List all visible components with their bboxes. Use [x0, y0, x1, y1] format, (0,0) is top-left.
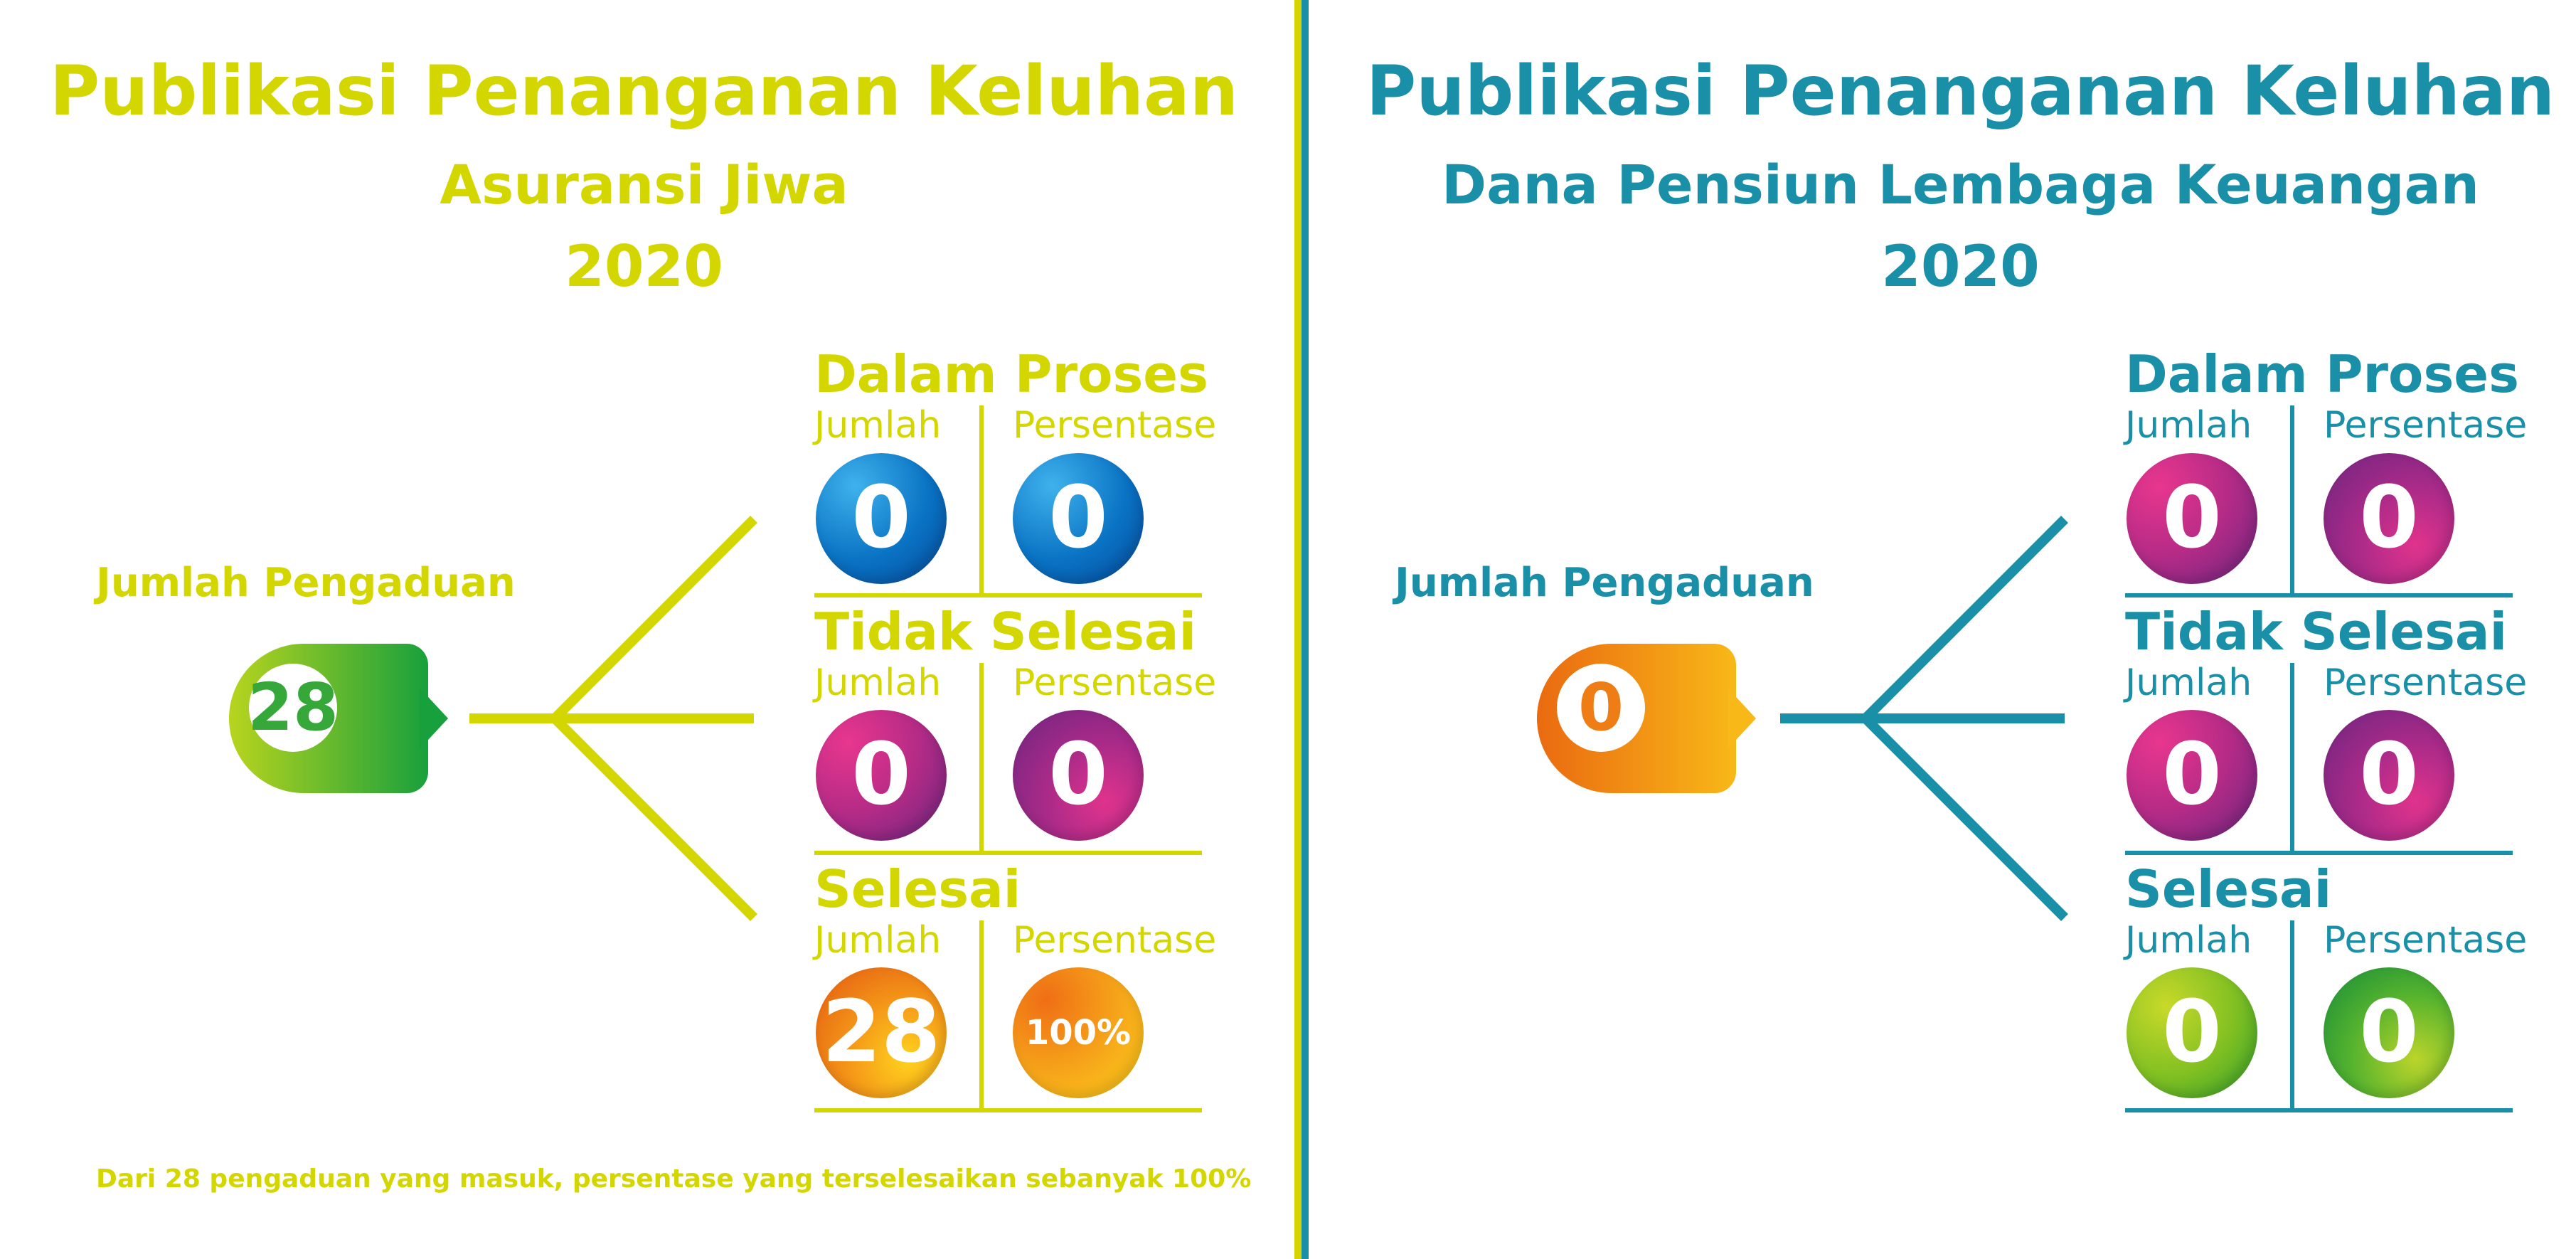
- total-complaints-label: Jumlah Pengaduan: [96, 560, 516, 606]
- center-divider-blue: [1302, 0, 1309, 1259]
- section-title-selesai: Selesai: [814, 859, 1021, 919]
- column-label-persentase: Persentase: [1013, 919, 1217, 962]
- total-complaints-value: 28: [248, 664, 339, 752]
- dalam-proses-jumlah-bubble: 0: [2127, 453, 2257, 584]
- selesai-persentase-bubble: 100%: [1013, 967, 1144, 1098]
- branch-connector: [1780, 516, 2068, 921]
- column-label-persentase: Persentase: [1013, 662, 1217, 704]
- dalam-proses-persentase-bubble: 0: [1013, 453, 1144, 584]
- column-divider: [2290, 920, 2294, 1112]
- left-panel: Publikasi Penanganan Keluhan Asuransi Ji…: [49, 51, 1252, 1194]
- column-label-jumlah: Jumlah: [814, 404, 942, 447]
- branch-line-bottom: [1862, 715, 2068, 921]
- column-label-jumlah: Jumlah: [814, 919, 942, 962]
- tidak-selesai-jumlah-bubble: 0: [2127, 710, 2257, 841]
- page-year: 2020: [1881, 233, 2040, 299]
- section-title-dalam-proses: Dalam Proses: [2125, 344, 2519, 404]
- center-divider-yellow: [1294, 0, 1302, 1259]
- column-label-persentase: Persentase: [2324, 404, 2528, 447]
- section-title-selesai: Selesai: [2125, 859, 2332, 919]
- branch-line-top: [551, 516, 757, 722]
- total-complaints-label: Jumlah Pengaduan: [1395, 560, 1814, 606]
- section-underline: [2125, 851, 2513, 855]
- tidak-selesai-jumlah-bubble: 0: [816, 710, 947, 841]
- section-title-tidak-selesai: Tidak Selesai: [2125, 602, 2508, 662]
- page-subtitle: Asuransi Jiwa: [440, 153, 848, 216]
- branch-connector: [469, 516, 757, 921]
- section-underline: [814, 593, 1202, 597]
- column-label-persentase: Persentase: [2324, 919, 2528, 962]
- branch-line-bottom: [551, 715, 757, 921]
- selesai-jumlah-bubble: 0: [2127, 967, 2257, 1098]
- column-label-jumlah: Jumlah: [2125, 919, 2252, 962]
- dalam-proses-persentase-bubble: 0: [2324, 453, 2454, 584]
- section-underline: [2125, 1108, 2513, 1112]
- dalam-proses-jumlah-bubble: 0: [816, 453, 947, 584]
- footnote: Dari 28 pengaduan yang masuk, persentase…: [96, 1164, 1252, 1194]
- selesai-jumlah-bubble: 28: [816, 967, 947, 1098]
- column-divider: [2290, 405, 2294, 597]
- column-label-jumlah: Jumlah: [814, 662, 942, 704]
- column-divider: [979, 663, 984, 855]
- total-complaints-tag: 0: [1537, 644, 1756, 793]
- page-year: 2020: [565, 233, 723, 299]
- total-complaints-value: 0: [1557, 664, 1645, 752]
- column-label-persentase: Persentase: [1013, 404, 1217, 447]
- column-label-jumlah: Jumlah: [2125, 662, 2252, 704]
- section-underline: [814, 851, 1202, 855]
- section-title-dalam-proses: Dalam Proses: [814, 344, 1208, 404]
- page-subtitle: Dana Pensiun Lembaga Keuangan: [1442, 153, 2479, 216]
- column-label-persentase: Persentase: [2324, 662, 2528, 704]
- section-underline: [814, 1108, 1202, 1112]
- tidak-selesai-persentase-bubble: 0: [2324, 710, 2454, 841]
- column-divider: [2290, 663, 2294, 855]
- section-underline: [2125, 593, 2513, 597]
- column-divider: [979, 920, 984, 1112]
- right-panel: Publikasi Penanganan Keluhan Dana Pensiu…: [1288, 0, 2576, 1259]
- branch-line-top: [1862, 516, 2068, 722]
- tidak-selesai-persentase-bubble: 0: [1013, 710, 1144, 841]
- section-title-tidak-selesai: Tidak Selesai: [814, 602, 1197, 662]
- total-complaints-tag: 28: [229, 644, 448, 793]
- page-title: Publikasi Penanganan Keluhan: [1366, 51, 2555, 131]
- selesai-persentase-bubble: 0: [2324, 967, 2454, 1098]
- page-title: Publikasi Penanganan Keluhan: [49, 51, 1239, 131]
- column-divider: [979, 405, 984, 597]
- column-label-jumlah: Jumlah: [2125, 404, 2252, 447]
